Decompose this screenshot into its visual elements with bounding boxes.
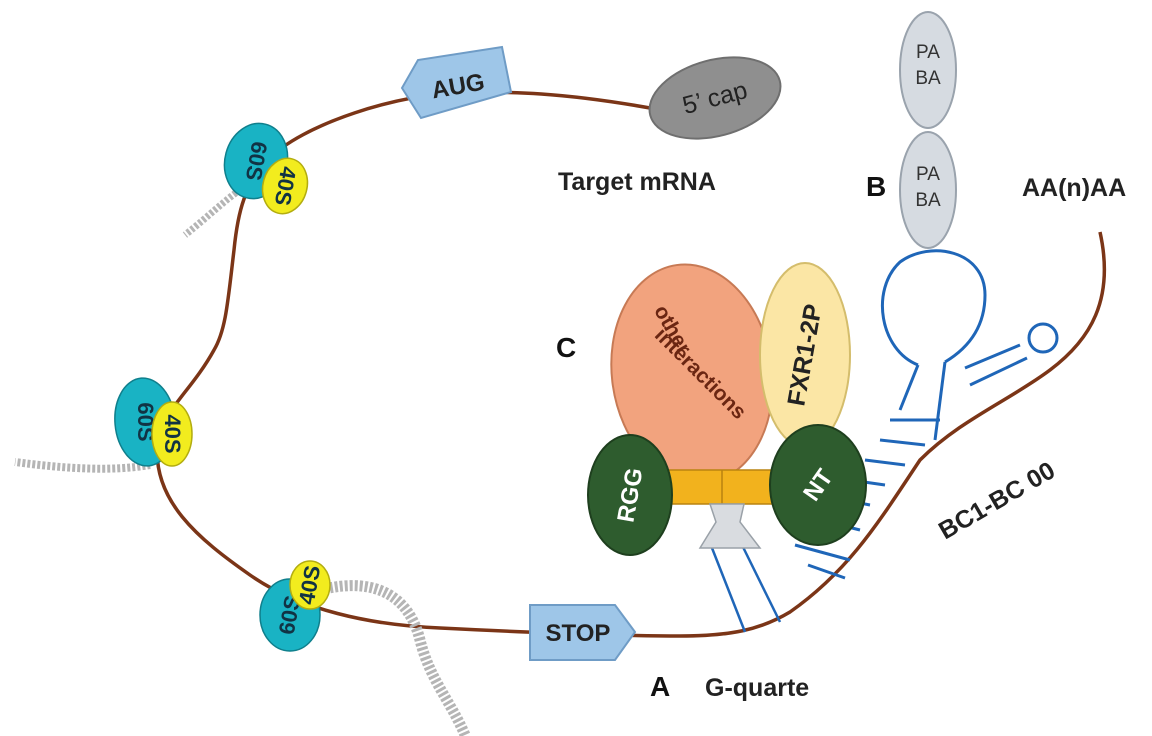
aug-start-codon: AUG bbox=[400, 45, 513, 120]
pabp-top-line2: BA bbox=[915, 68, 941, 89]
ribosome-middle-small-label: 40S bbox=[160, 414, 185, 453]
ribosome-top: 60S 40S bbox=[223, 122, 309, 215]
pabp-stack: PA BA PA BA bbox=[899, 11, 957, 249]
bc1-label: BC1-BC 00 bbox=[934, 456, 1060, 545]
pabp-bottom-line2: BA bbox=[915, 190, 941, 211]
polypeptide-chain-bottom bbox=[318, 580, 471, 736]
pabp-top-line1: PA bbox=[916, 42, 940, 63]
fmrp-protein: other interactions FXR1-2P RGG NT bbox=[587, 262, 867, 556]
five-prime-cap: 5’ cap bbox=[648, 56, 782, 140]
marker-b: B bbox=[866, 171, 886, 202]
stop-label: STOP bbox=[546, 620, 611, 647]
pabp-bottom-line1: PA bbox=[916, 164, 940, 185]
marker-a: A bbox=[650, 671, 670, 702]
g-quartet-label: G-quarte bbox=[705, 674, 809, 702]
g-quartet-lines bbox=[710, 544, 782, 633]
marker-c: C bbox=[556, 332, 576, 363]
ribosome-middle: 60S 40S bbox=[114, 377, 193, 467]
polypeptide-chain-top bbox=[182, 187, 242, 238]
stop-codon: STOP bbox=[529, 604, 637, 661]
polypeptide-chain-middle bbox=[14, 458, 151, 473]
target-mrna-label: Target mRNA bbox=[558, 168, 716, 196]
ribosome-bottom: 60S 40S bbox=[259, 560, 331, 652]
polya-label: AA(n)AA bbox=[1022, 174, 1126, 202]
